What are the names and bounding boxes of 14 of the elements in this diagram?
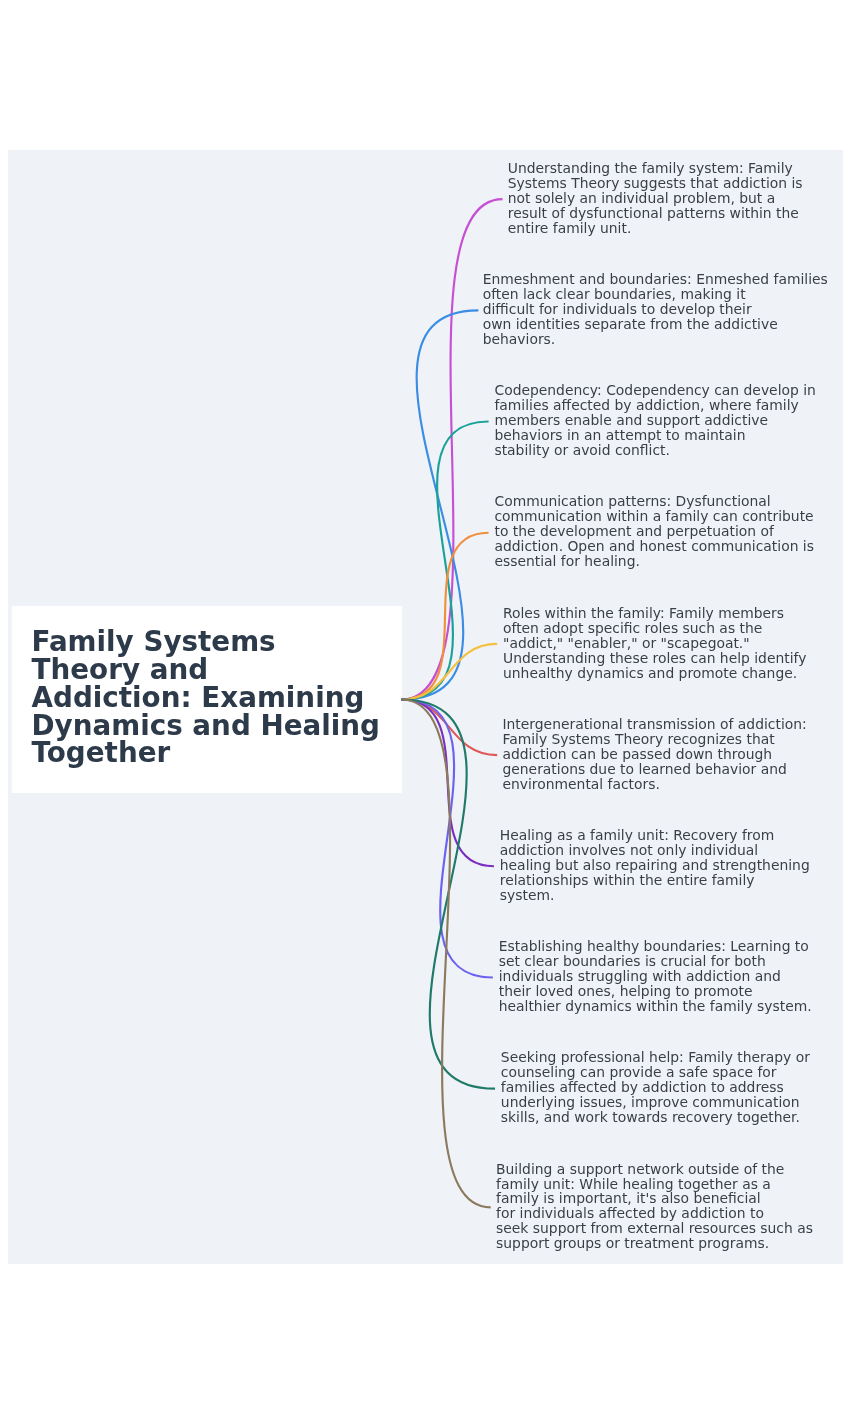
node-text: Intergenerational transmission of addiction: Family Systems Theory recognizes that addiction can be passed down through generations due to learned behavior and environmental factors. [502, 715, 807, 792]
node-text: Understanding the family system: Family Systems Theory suggests that addiction is not solely an individual problem, but a result of dysfunctional patterns within the entire family unit. [507, 159, 803, 236]
node-text: Establishing healthy boundaries: Learning to set clear boundaries is crucial for both individuals struggling with addiction and their loved ones, helping to promote healthier dynamics within the family system. [498, 937, 812, 1014]
node-text: Seeking professional help: Family therapy or counseling can provide a safe space for families affected by addiction to address underlying issues, improve communication skills, and work towards recovery together. [500, 1048, 810, 1125]
node-text: Building a support network outside of the family unit: While healing together as a family is important, it's also beneficial for individuals affected by addiction to seek support from external resources such as support groups or treatment programs. [496, 1160, 813, 1251]
node-text: Codependency: Codependency can develop in families affected by addiction, where family members enable and support addictive behaviors in an attempt to maintain stability or avoid conflict. [494, 381, 816, 458]
node-box: Family Systems Theory and Addiction: Examining Dynamics and Healing Together [11, 605, 402, 793]
connector [401, 197, 503, 700]
connector [401, 642, 498, 701]
node-text: Healing as a family unit: Recovery from addiction involves not only individual healing but also repairing and strengthening relationships within the entire family system. [499, 826, 810, 903]
node-text: Communication patterns: Dysfunctional communication within a family can contribute to the development and perpetuation of addiction. Open and honest communication is essential for healing. [494, 492, 814, 569]
node-text: Roles within the family: Family members often adopt specific roles such as the "addict," "enabler," or "scapegoat." Understanding these roles can help identify unhealthy dynamics and promote change. [503, 604, 807, 680]
connector [401, 698, 492, 1208]
node-text: Enmeshment and boundaries: Enmeshed families often lack clear boundaries, making it difficult for individuals to develop their own identities separate from the addictive behaviors. [482, 270, 828, 347]
